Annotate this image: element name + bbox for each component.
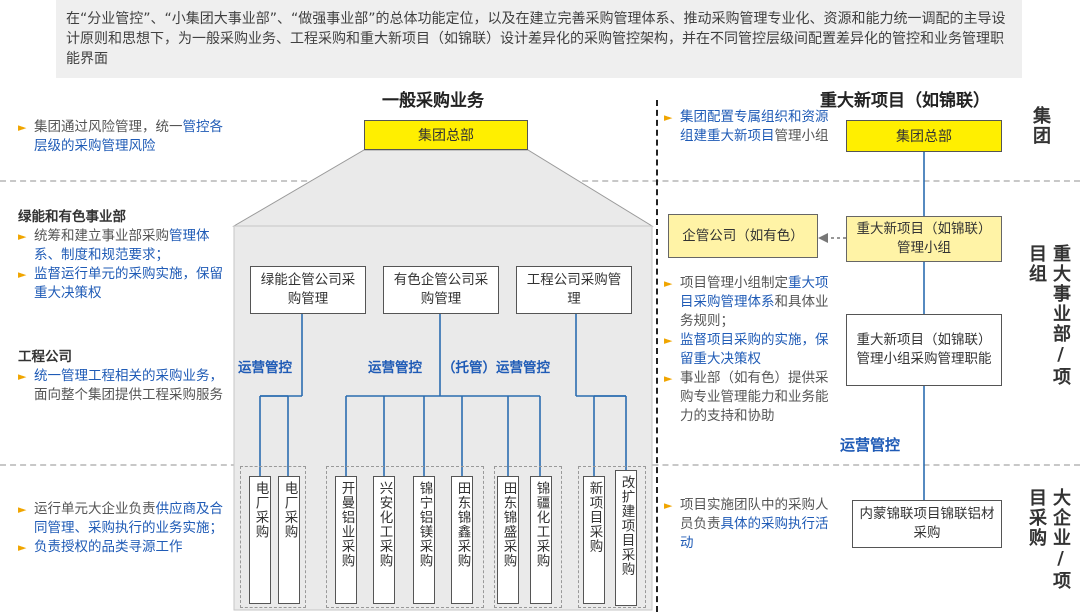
major-group-box: 重大新项目（如锦联）管理小组 <box>846 216 1002 262</box>
bu-title: 绿能和有色事业部 <box>18 209 126 225</box>
bullet-arrow-icon: ► <box>664 334 673 347</box>
bullet-arrow-icon: ► <box>664 111 673 124</box>
bullet-arrow-icon: ► <box>664 499 673 512</box>
engineering-text: 工程公司 ►统一管理工程相关的采购业务，面向整个集团提供工程采购服务 <box>18 348 233 405</box>
bullet-arrow-icon: ► <box>18 230 27 243</box>
box-engineering-management: 工程公司采购管理 <box>516 266 632 314</box>
box-lvneng-management: 绿能企管公司采购管理 <box>250 266 366 314</box>
group-engineering-units <box>578 466 646 608</box>
side-label-group: 集团 <box>1030 106 1051 146</box>
bullet-arrow-icon: ► <box>664 372 673 385</box>
separator-vertical <box>656 100 658 612</box>
box-youse-management: 有色企管公司采购管理 <box>383 266 499 314</box>
major-duty-box: 重大新项目（如锦联）管理小组采购管理职能 <box>846 314 1002 386</box>
label-operation-control-1: 运营管控 <box>238 360 292 376</box>
major-unit-text: ►项目实施团队中的采购人员负责具体的采购执行活动 <box>664 497 829 551</box>
major-group-text: ►集团配置专属组织和资源组建重大新项目管理小组 <box>664 109 829 144</box>
label-operation-control-right: 运营管控 <box>840 436 901 454</box>
unit-jinjiang: 锦疆化工采购 <box>530 476 552 604</box>
unit-jinning: 锦宁铝镁采购 <box>413 476 435 604</box>
right-hq-box: 集团总部 <box>846 120 1002 152</box>
label-operation-control-2: 运营管控 <box>368 360 422 376</box>
bullet-arrow-icon: ► <box>664 277 673 290</box>
unit-new-project: 新项目采购 <box>583 476 605 604</box>
unit-tiandong-jinxin: 田东锦鑫采购 <box>451 476 473 604</box>
unit-tiandong-jinsheng: 田东锦盛采购 <box>497 476 519 604</box>
unit-power-plant-1: 电厂采购 <box>249 476 271 604</box>
engineering-title: 工程公司 <box>18 349 72 365</box>
title-general-procurement: 一般采购业务 <box>382 91 484 111</box>
group-lvneng-units <box>240 466 306 608</box>
label-operation-control-3: （托管）运营管控 <box>442 360 550 376</box>
major-bu-text: ►项目管理小组制定重大项目采购管理体系和具体业务规则； ►监督项目采购的实施，保… <box>664 275 829 424</box>
unit-xingan: 兴安化工采购 <box>373 476 395 604</box>
title-major-project: 重大新项目（如锦联） <box>820 91 990 111</box>
bullet-arrow-icon: ► <box>18 503 27 516</box>
unit-power-plant-2: 电厂采购 <box>278 476 300 604</box>
bullet-arrow-icon: ► <box>18 541 27 554</box>
intro-banner: 在“分业管控”、“小集团大事业部”、“做强事业部”的总体功能定位，以及在建立完善… <box>56 0 1022 78</box>
unit-jinlian-box: 内蒙锦联项目锦联铝材采购 <box>852 500 1002 548</box>
group-level-text: ►集团通过风险管理，统一管控各层级的采购管理风险 <box>18 119 223 154</box>
hq-box: 集团总部 <box>364 120 528 150</box>
group-youse-units-b <box>494 466 562 608</box>
bullet-arrow-icon: ► <box>18 268 27 281</box>
unit-renovation-project: 改扩建项目采购 <box>615 470 637 606</box>
unit-level-text: ►运行单元大企业负责供应商及合同管理、采购执行的业务实施； ►负责授权的品类寻源… <box>18 501 223 555</box>
unit-kaiman: 开曼铝业采购 <box>335 476 357 604</box>
side-label-enterprise: 大企业/项目采购 <box>1026 488 1071 591</box>
bullet-arrow-icon: ► <box>18 370 27 383</box>
bullet-arrow-icon: ► <box>18 121 27 134</box>
bu-level-text: 绿能和有色事业部 ►统筹和建立事业部采购管理体系、制度和规范要求； ►监督运行单… <box>18 208 233 303</box>
mgmt-company-box: 企管公司（如有色） <box>668 214 818 258</box>
group-youse-units-a <box>326 466 484 608</box>
side-label-bu: 重大事业部/项目组 <box>1026 244 1071 387</box>
